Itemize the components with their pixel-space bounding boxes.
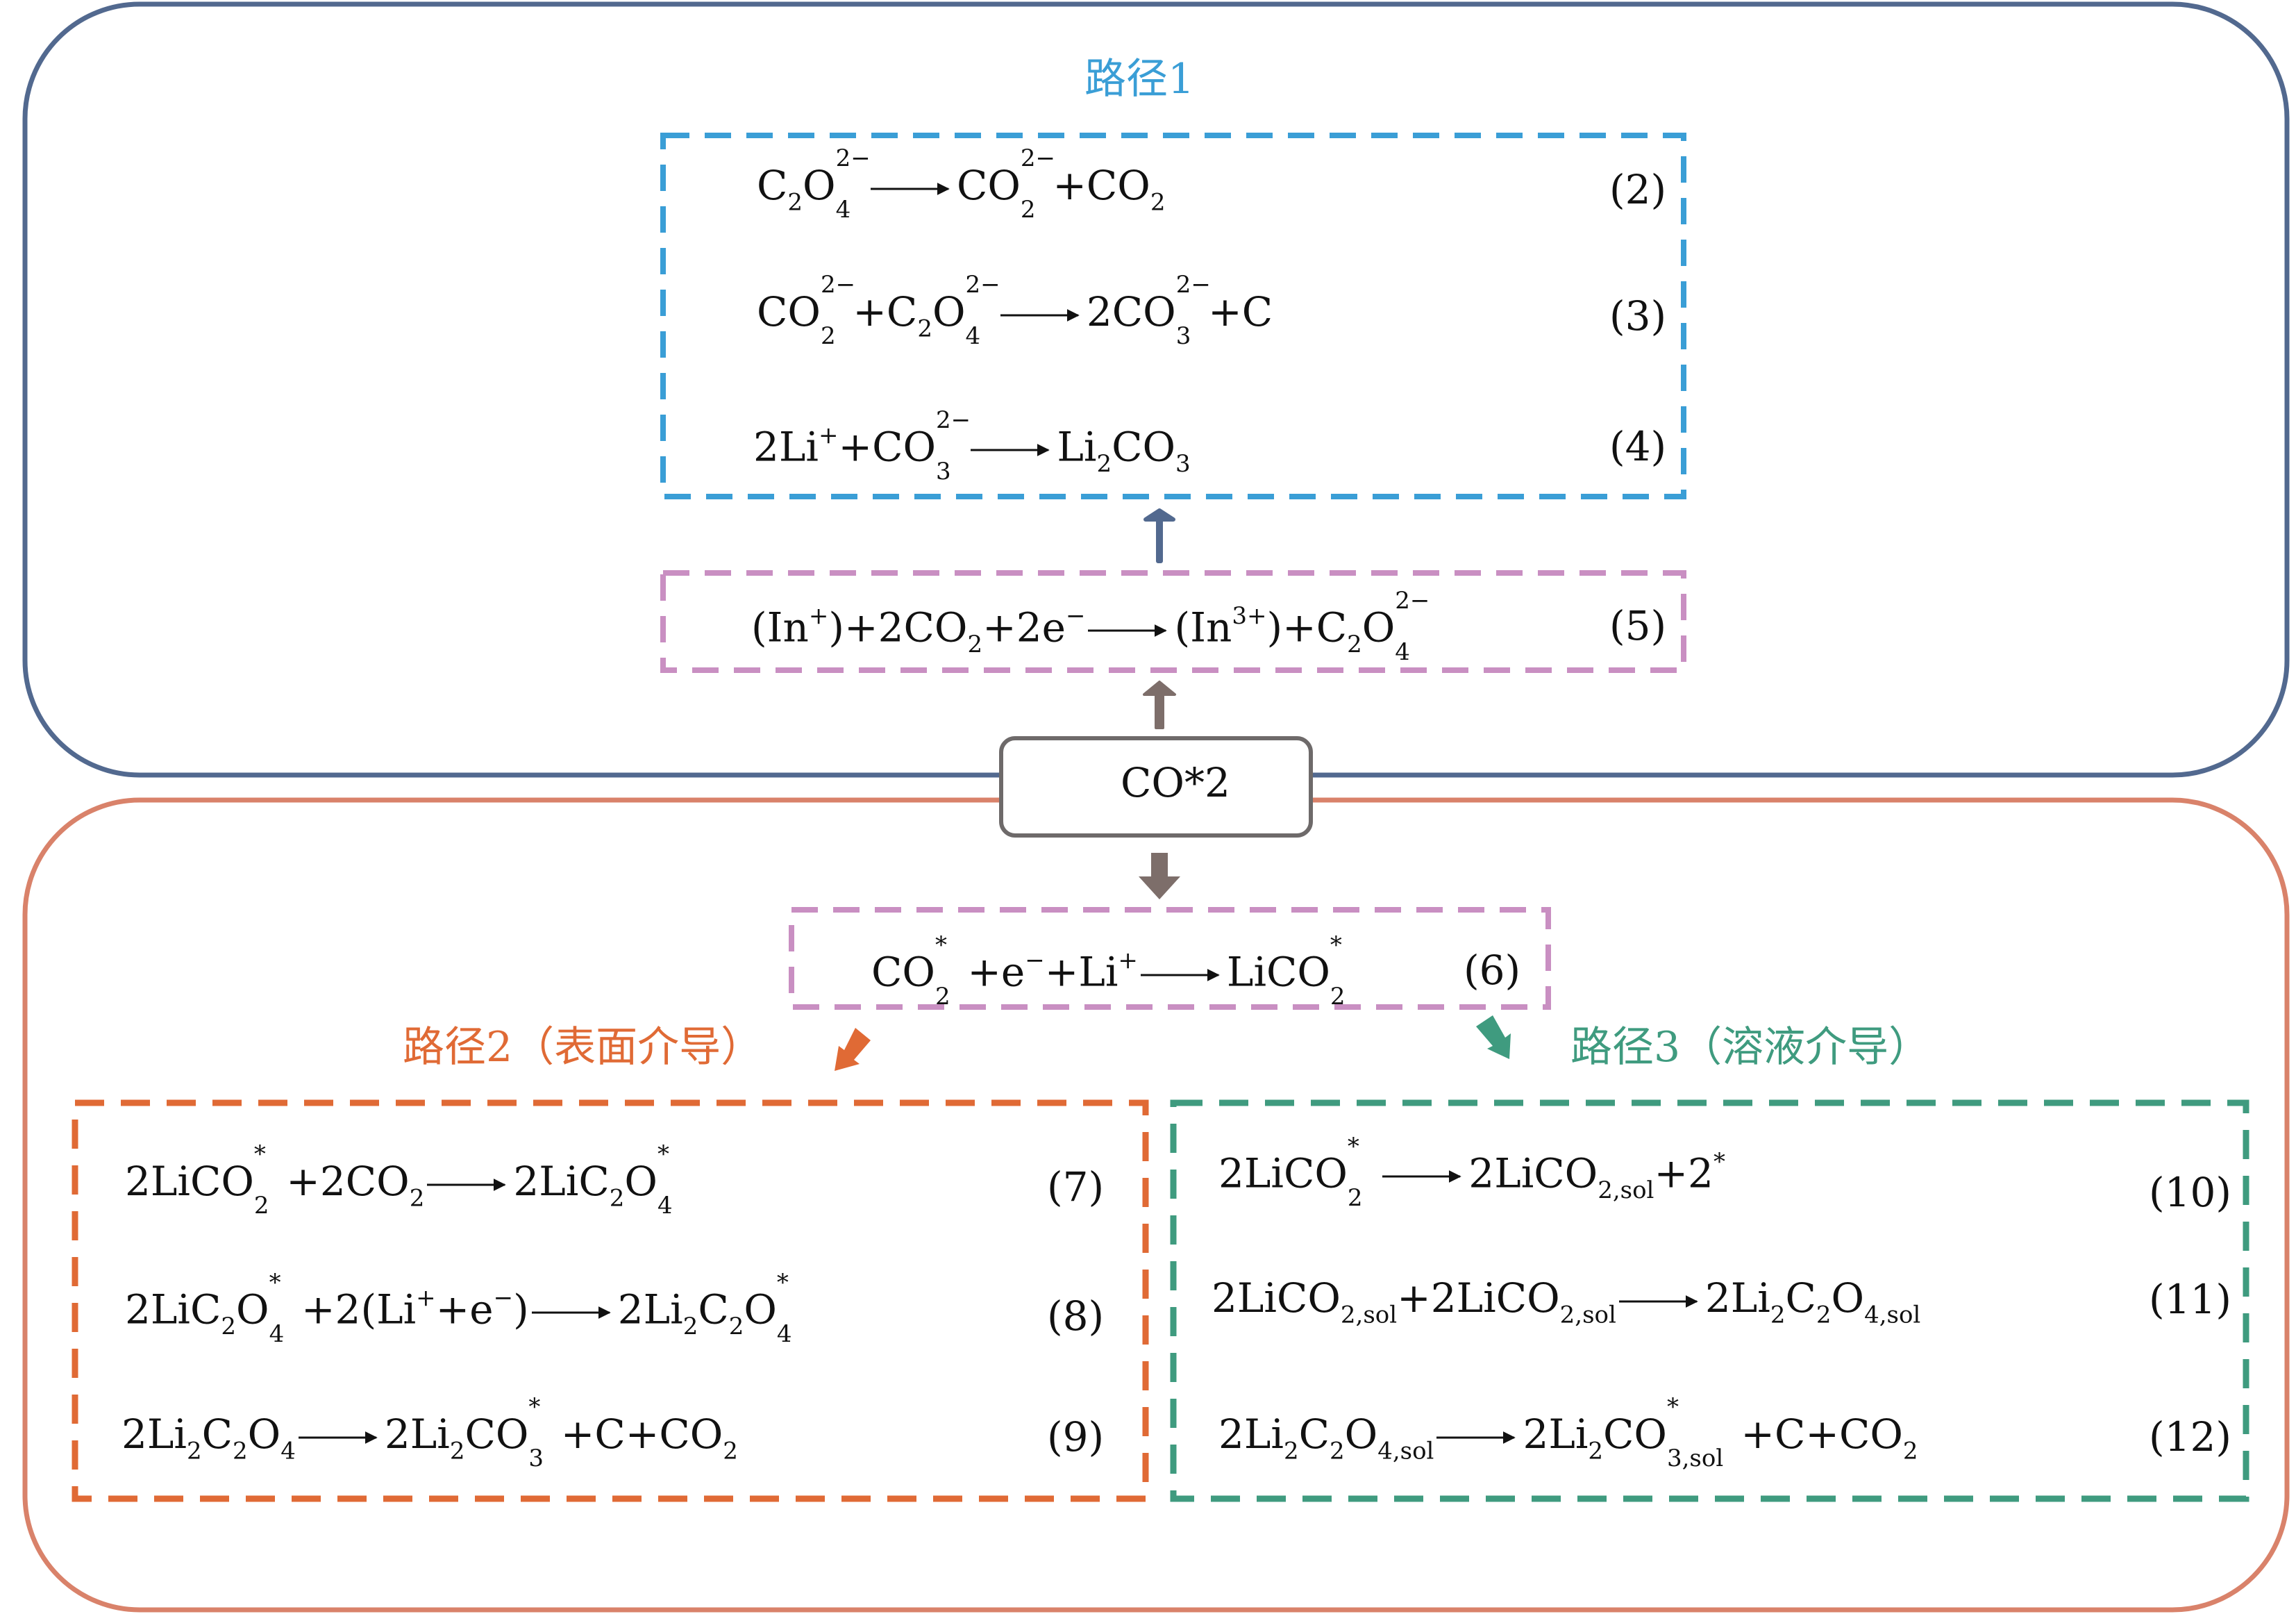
equation-number-3: (3) [1609, 292, 1667, 340]
path1-title: 路径1 [1084, 55, 1195, 103]
equation-number-11: (11) [2149, 1276, 2232, 1323]
equation-number-9: (9) [1047, 1413, 1105, 1461]
equation-10: 2LiCO*22LiCO2,sol+2* [1218, 1132, 1725, 1212]
equation-number-6: (6) [1464, 947, 1521, 994]
equation-6: CO*2+e−+Li+LiCO*2 [871, 931, 1346, 1010]
equation-number-4: (4) [1609, 423, 1667, 470]
center-node-label: CO*2 [1121, 759, 1230, 806]
arrow-up-to-eq5 [1143, 681, 1176, 729]
equation-number-10: (10) [2149, 1169, 2232, 1216]
equation-number-2: (2) [1609, 166, 1667, 213]
path3-title: 路径3（溶液介导） [1570, 1023, 1931, 1072]
path2-title: 路径2（表面介导） [403, 1023, 763, 1072]
arrow-to-path2 [835, 1028, 871, 1071]
arrow-down-to-eq6 [1139, 853, 1180, 899]
arrow-to-path3 [1476, 1015, 1511, 1059]
eq5-box [660, 570, 1686, 673]
eq6-box [789, 907, 1551, 1010]
center-node-box [999, 736, 1313, 838]
equation-number-8: (8) [1047, 1292, 1105, 1340]
equation-8: 2LiC2O*4+2(Li++e−)2Li2C2O*4 [125, 1268, 792, 1348]
equation-number-12: (12) [2149, 1413, 2232, 1461]
path1-box [660, 133, 1686, 499]
arrow-up-to-path1 [1143, 508, 1175, 563]
equation-number-7: (7) [1047, 1163, 1105, 1210]
equation-number-5: (5) [1609, 602, 1667, 649]
